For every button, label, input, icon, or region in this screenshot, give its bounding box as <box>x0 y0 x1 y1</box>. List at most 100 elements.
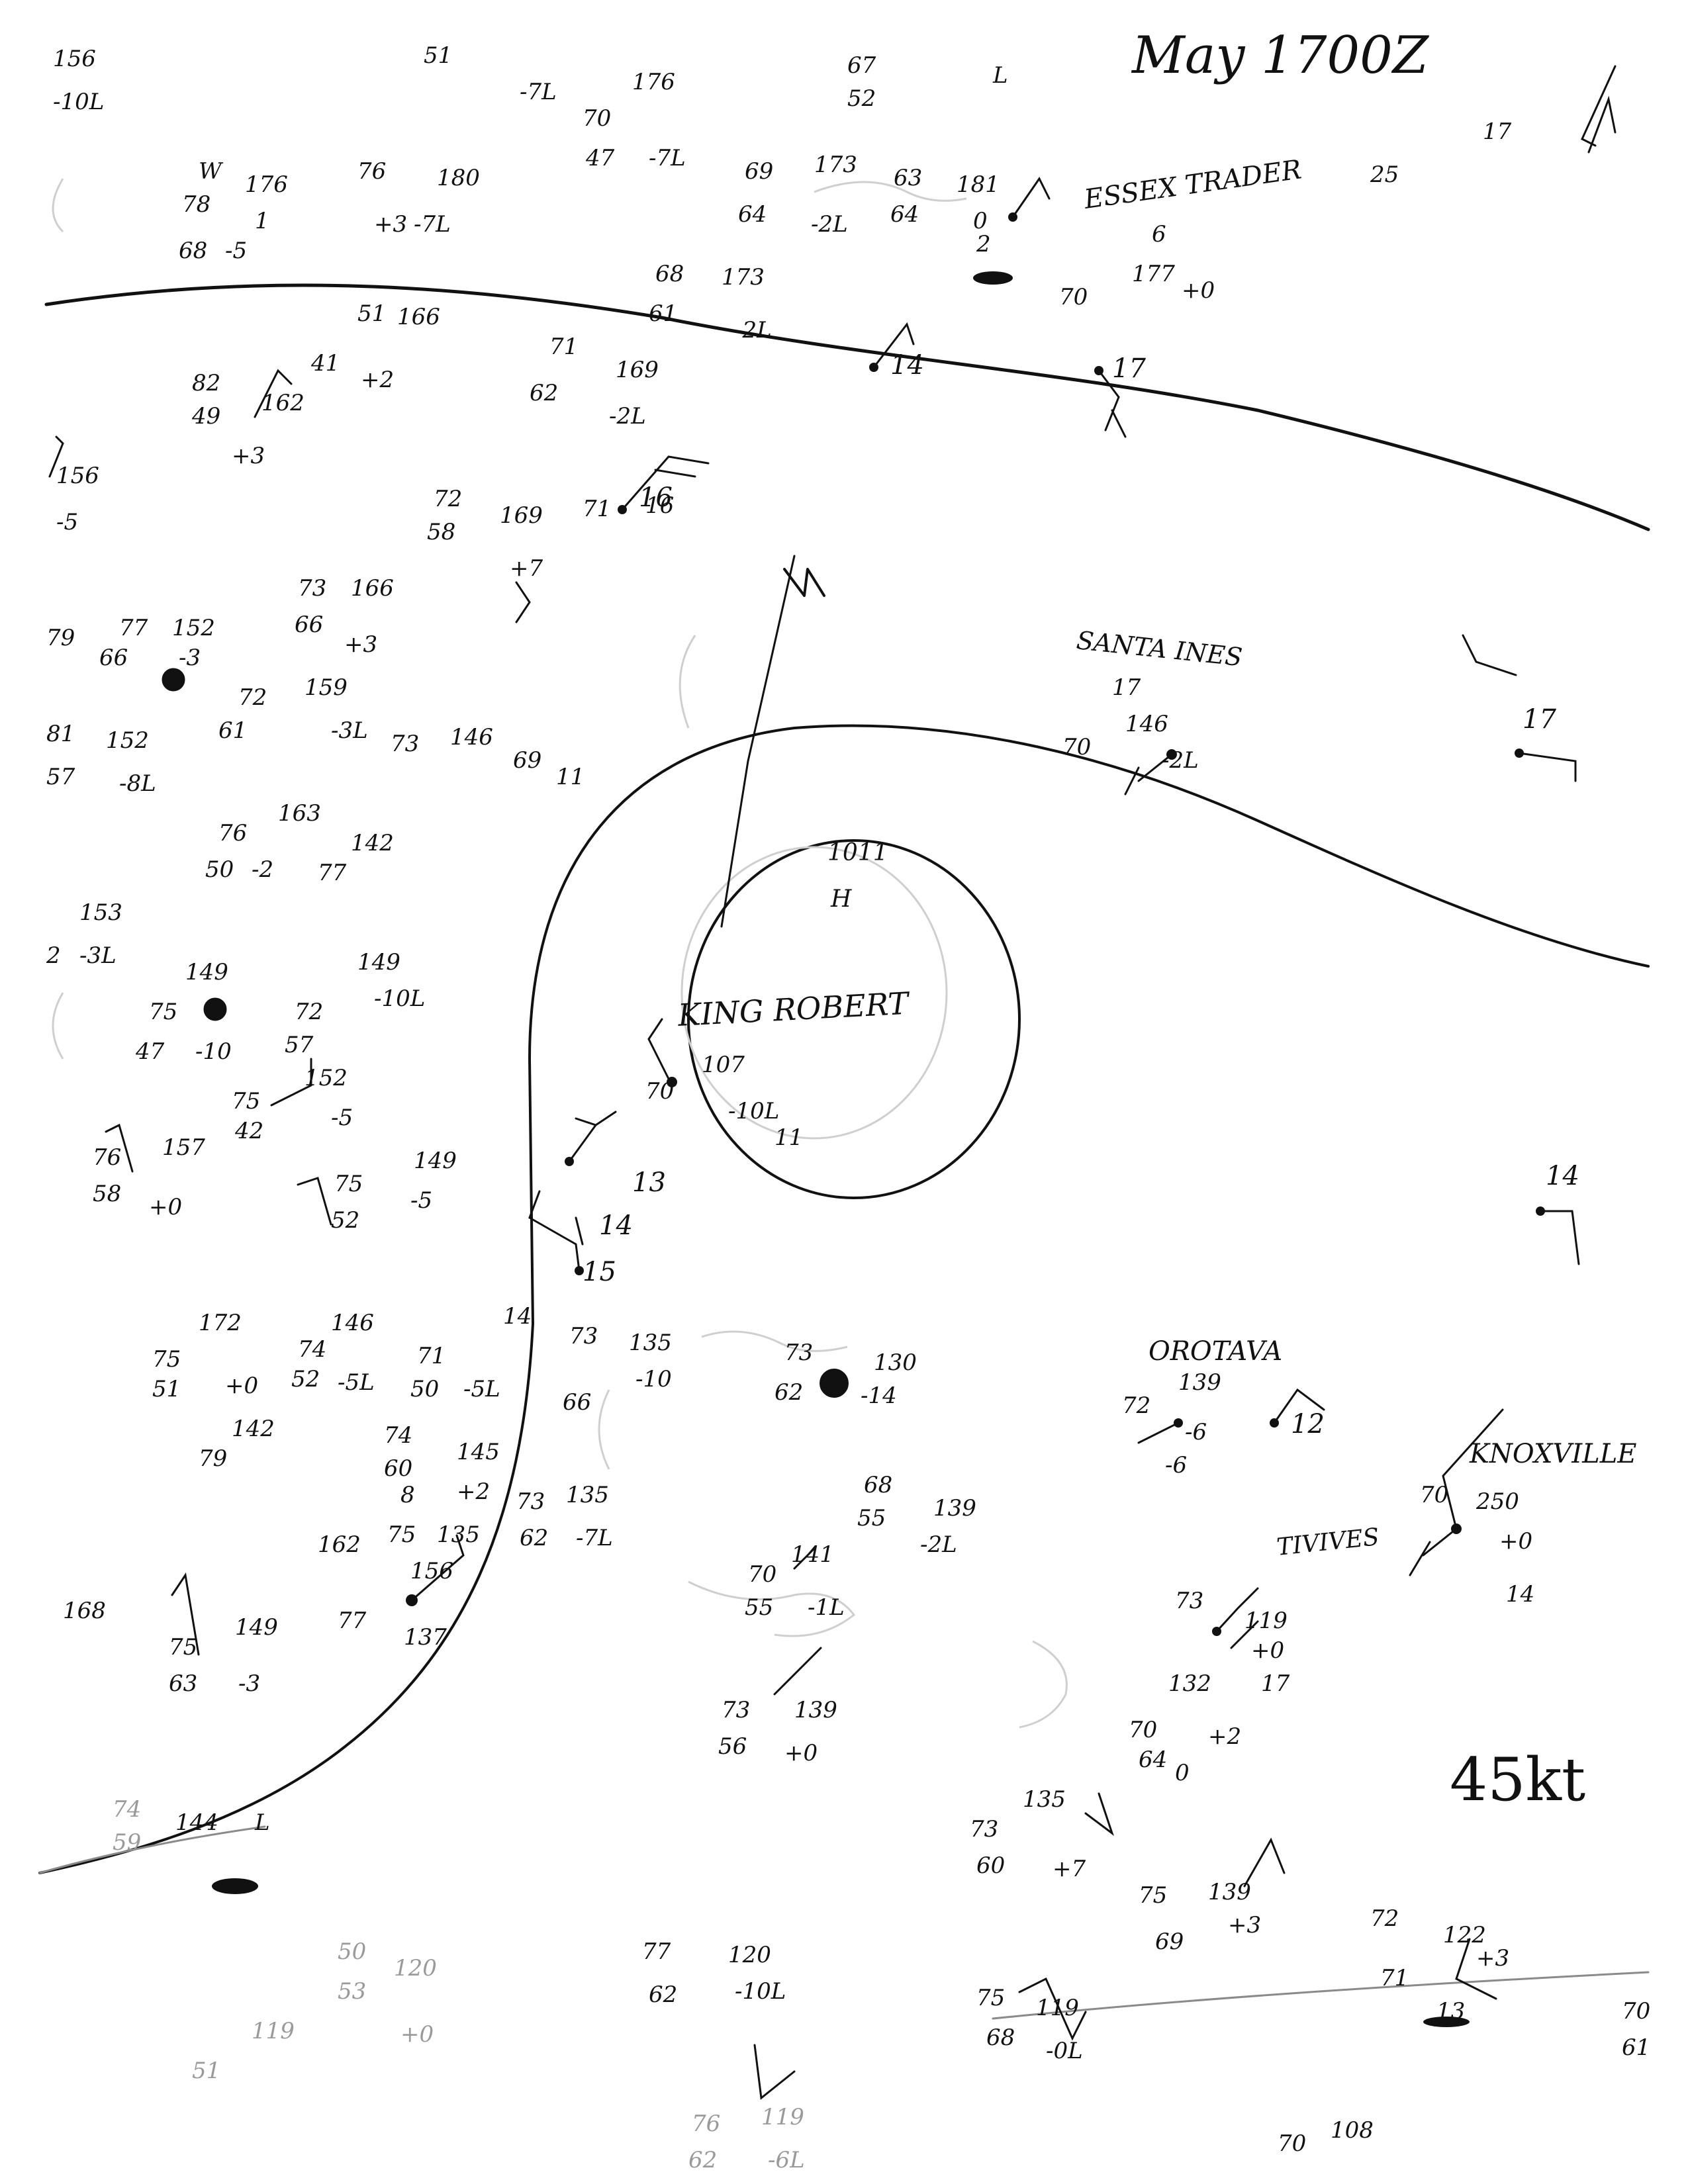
plot-value: 81 <box>46 721 75 747</box>
plot-value: 68 <box>655 261 684 287</box>
plot-value: -6 <box>1185 1419 1207 1445</box>
plot-value: -2 <box>252 856 273 883</box>
plot-value: 75 <box>1139 1882 1167 1909</box>
plot-value: +2 <box>361 367 394 393</box>
plot-r12: 156-5 <box>56 463 99 535</box>
plot-value: 152 <box>305 1065 348 1091</box>
plot-value: 64 <box>738 201 767 228</box>
plot-value: 51 <box>357 300 386 327</box>
plot-value: +3 <box>344 631 377 658</box>
plot-value: -7L <box>414 211 451 238</box>
plot-value: +3 <box>374 211 407 238</box>
plot-value: 75 <box>149 999 177 1025</box>
plot-r29: 142 79 74 145 60 8 +2 <box>199 1416 500 1508</box>
plot-value: +3 <box>232 443 265 469</box>
plot-value: 119 <box>1244 1608 1288 1634</box>
plot-value: 169 <box>500 502 543 529</box>
plot-value: 17 <box>1523 704 1556 735</box>
plot-value: 62 <box>520 1525 548 1551</box>
plot-value: 172 <box>199 1310 242 1336</box>
plot-value: -6 <box>1165 1452 1187 1479</box>
plot-value: 119 <box>761 2104 804 2130</box>
plot-value: 8 <box>400 1482 415 1508</box>
plot-value: 47 <box>585 145 615 171</box>
plot-value: 159 <box>305 674 348 701</box>
isobar-labels: 14 17 17 13 14 15 16 14 12 <box>583 350 1579 1439</box>
background-coastlines <box>52 178 1068 1729</box>
plot-value: 60 <box>384 1455 412 1482</box>
plot-value: W <box>199 158 224 185</box>
curved-front <box>38 724 1650 1874</box>
plot-value: 66 <box>563 1389 591 1416</box>
plot-value: 2 <box>976 231 991 257</box>
plot-value: 14 <box>599 1210 633 1241</box>
plot-value: 71 <box>1380 1965 1409 1991</box>
plot-value: 17 <box>1112 674 1141 701</box>
plot-value: 122 <box>1443 1922 1486 1948</box>
plot-value: -5 <box>410 1187 432 1214</box>
plot-value: 73 <box>722 1697 750 1723</box>
plot-value: 70 <box>1059 284 1088 310</box>
plot-value: 156 <box>410 1558 453 1584</box>
high-center-pressure: 1011 <box>827 839 888 866</box>
plot-value: -5 <box>56 509 78 535</box>
plot-value: 69 <box>745 158 773 185</box>
plot-value: 14 <box>1546 1161 1579 1191</box>
plot-r52: 13 <box>1436 1998 1465 2025</box>
plot-r7: 51 166 82 41 +2 49 162 +3 <box>191 300 440 469</box>
plot-r32: 162 75 135 73 135 62 -7L <box>318 1482 613 1558</box>
plot-value: 76 <box>93 1144 121 1171</box>
plot-value: 70 <box>1420 1482 1448 1508</box>
plot-value: 132 <box>1168 1670 1211 1697</box>
plot-value: -1L <box>808 1594 845 1621</box>
plot-value: 142 <box>232 1416 275 1442</box>
plot-value: +0 <box>1182 277 1215 304</box>
plot-value: 25 <box>1370 161 1399 188</box>
plot-value: 64 <box>1139 1747 1167 1773</box>
plot-value: 70 <box>748 1561 776 1588</box>
plot-value: 177 <box>1132 261 1175 287</box>
plot-value: 14 <box>1506 1581 1534 1608</box>
plot-value: -10 <box>635 1366 672 1392</box>
plot-value: 70 <box>1278 2130 1306 2157</box>
plot-value: 70 <box>645 1078 674 1105</box>
plot-r5: 69 173 64 -2L 63 181 64 0 2 6 <box>738 152 1166 257</box>
plot-value: +7 <box>1053 1856 1086 1882</box>
plot-value: 72 <box>1370 1905 1399 1932</box>
plot-value: 14 <box>503 1303 532 1330</box>
plot-value: 1 <box>255 208 269 234</box>
plot-value: 69 <box>513 747 541 774</box>
plot-value: 145 <box>457 1439 500 1465</box>
plot-value: -3 <box>179 645 201 671</box>
plot-value: 70 <box>1062 734 1091 760</box>
plot-value: 72 <box>295 999 323 1025</box>
plot-value: 168 <box>63 1598 106 1624</box>
plot-r1: 156-10L <box>53 46 104 115</box>
plot-value: 135 <box>1023 1786 1066 1813</box>
plot-value: 162 <box>261 390 305 416</box>
plot-value: 56 <box>718 1733 747 1760</box>
plot-value: 74 <box>384 1422 412 1449</box>
station-models <box>48 65 1617 2100</box>
plot-value: 62 <box>530 380 558 406</box>
plot-value: 52 <box>847 85 876 112</box>
plot-value: 152 <box>106 727 149 754</box>
plot-value: -0L <box>1046 2038 1083 2064</box>
plot-value: 77 <box>119 615 148 641</box>
plot-value: -2L <box>1162 747 1199 774</box>
plot-value: 66 <box>99 645 128 671</box>
plot-r16: 81 152 57 -8L 72 159 61 -3L 73 146 <box>46 674 493 797</box>
